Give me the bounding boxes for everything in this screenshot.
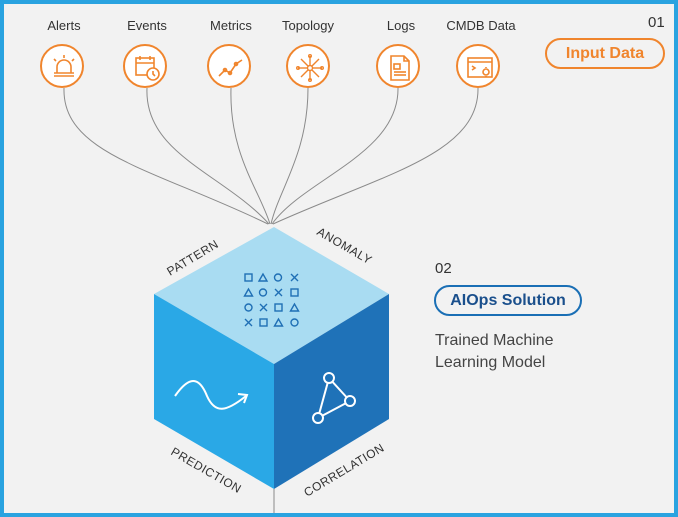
input-data-badge: Input Data bbox=[545, 38, 665, 69]
cube-right-face bbox=[274, 294, 389, 489]
connector-lines bbox=[63, 87, 479, 513]
prediction-wave-icon bbox=[174, 380, 249, 410]
alarm-light-icon bbox=[40, 44, 84, 88]
connector-cmdb bbox=[272, 87, 479, 225]
diagram-canvas: Alerts Events Metrics Topology Logs bbox=[4, 4, 674, 513]
source-label-events: Events bbox=[127, 18, 167, 33]
document-icon bbox=[376, 44, 420, 88]
step2-description-line2: Learning Model bbox=[435, 354, 546, 371]
source-label-metrics: Metrics bbox=[210, 18, 252, 33]
source-label-topology: Topology bbox=[281, 18, 335, 33]
connector-logs bbox=[271, 87, 399, 225]
line-chart-icon bbox=[207, 44, 251, 88]
step2-description-line1: Trained Machine bbox=[435, 332, 554, 349]
connector-topology bbox=[270, 87, 309, 225]
source-label-alerts: Alerts bbox=[47, 18, 81, 33]
calendar-clock-icon bbox=[123, 44, 167, 88]
connector-alerts bbox=[63, 87, 269, 225]
source-label-cmdb: CMDB Data bbox=[446, 18, 516, 33]
cube-left-face bbox=[154, 294, 274, 489]
step-number-01: 01 bbox=[648, 14, 665, 31]
cube-top-face bbox=[154, 227, 389, 364]
connector-events bbox=[146, 87, 270, 225]
connector-metrics bbox=[230, 87, 271, 225]
database-settings-icon bbox=[456, 44, 500, 88]
aiops-cube: PATTERN ANOMALY PREDICTION CORRELATION bbox=[154, 224, 389, 500]
pattern-grid-icon bbox=[243, 272, 300, 327]
correlation-network-icon bbox=[312, 372, 356, 424]
aiops-solution-badge: AIOps Solution bbox=[434, 285, 582, 316]
source-label-logs: Logs bbox=[386, 18, 416, 33]
step2-description: Trained Machine Learning Model bbox=[435, 330, 554, 374]
network-burst-icon bbox=[286, 44, 330, 88]
step-number-02: 02 bbox=[435, 260, 452, 277]
